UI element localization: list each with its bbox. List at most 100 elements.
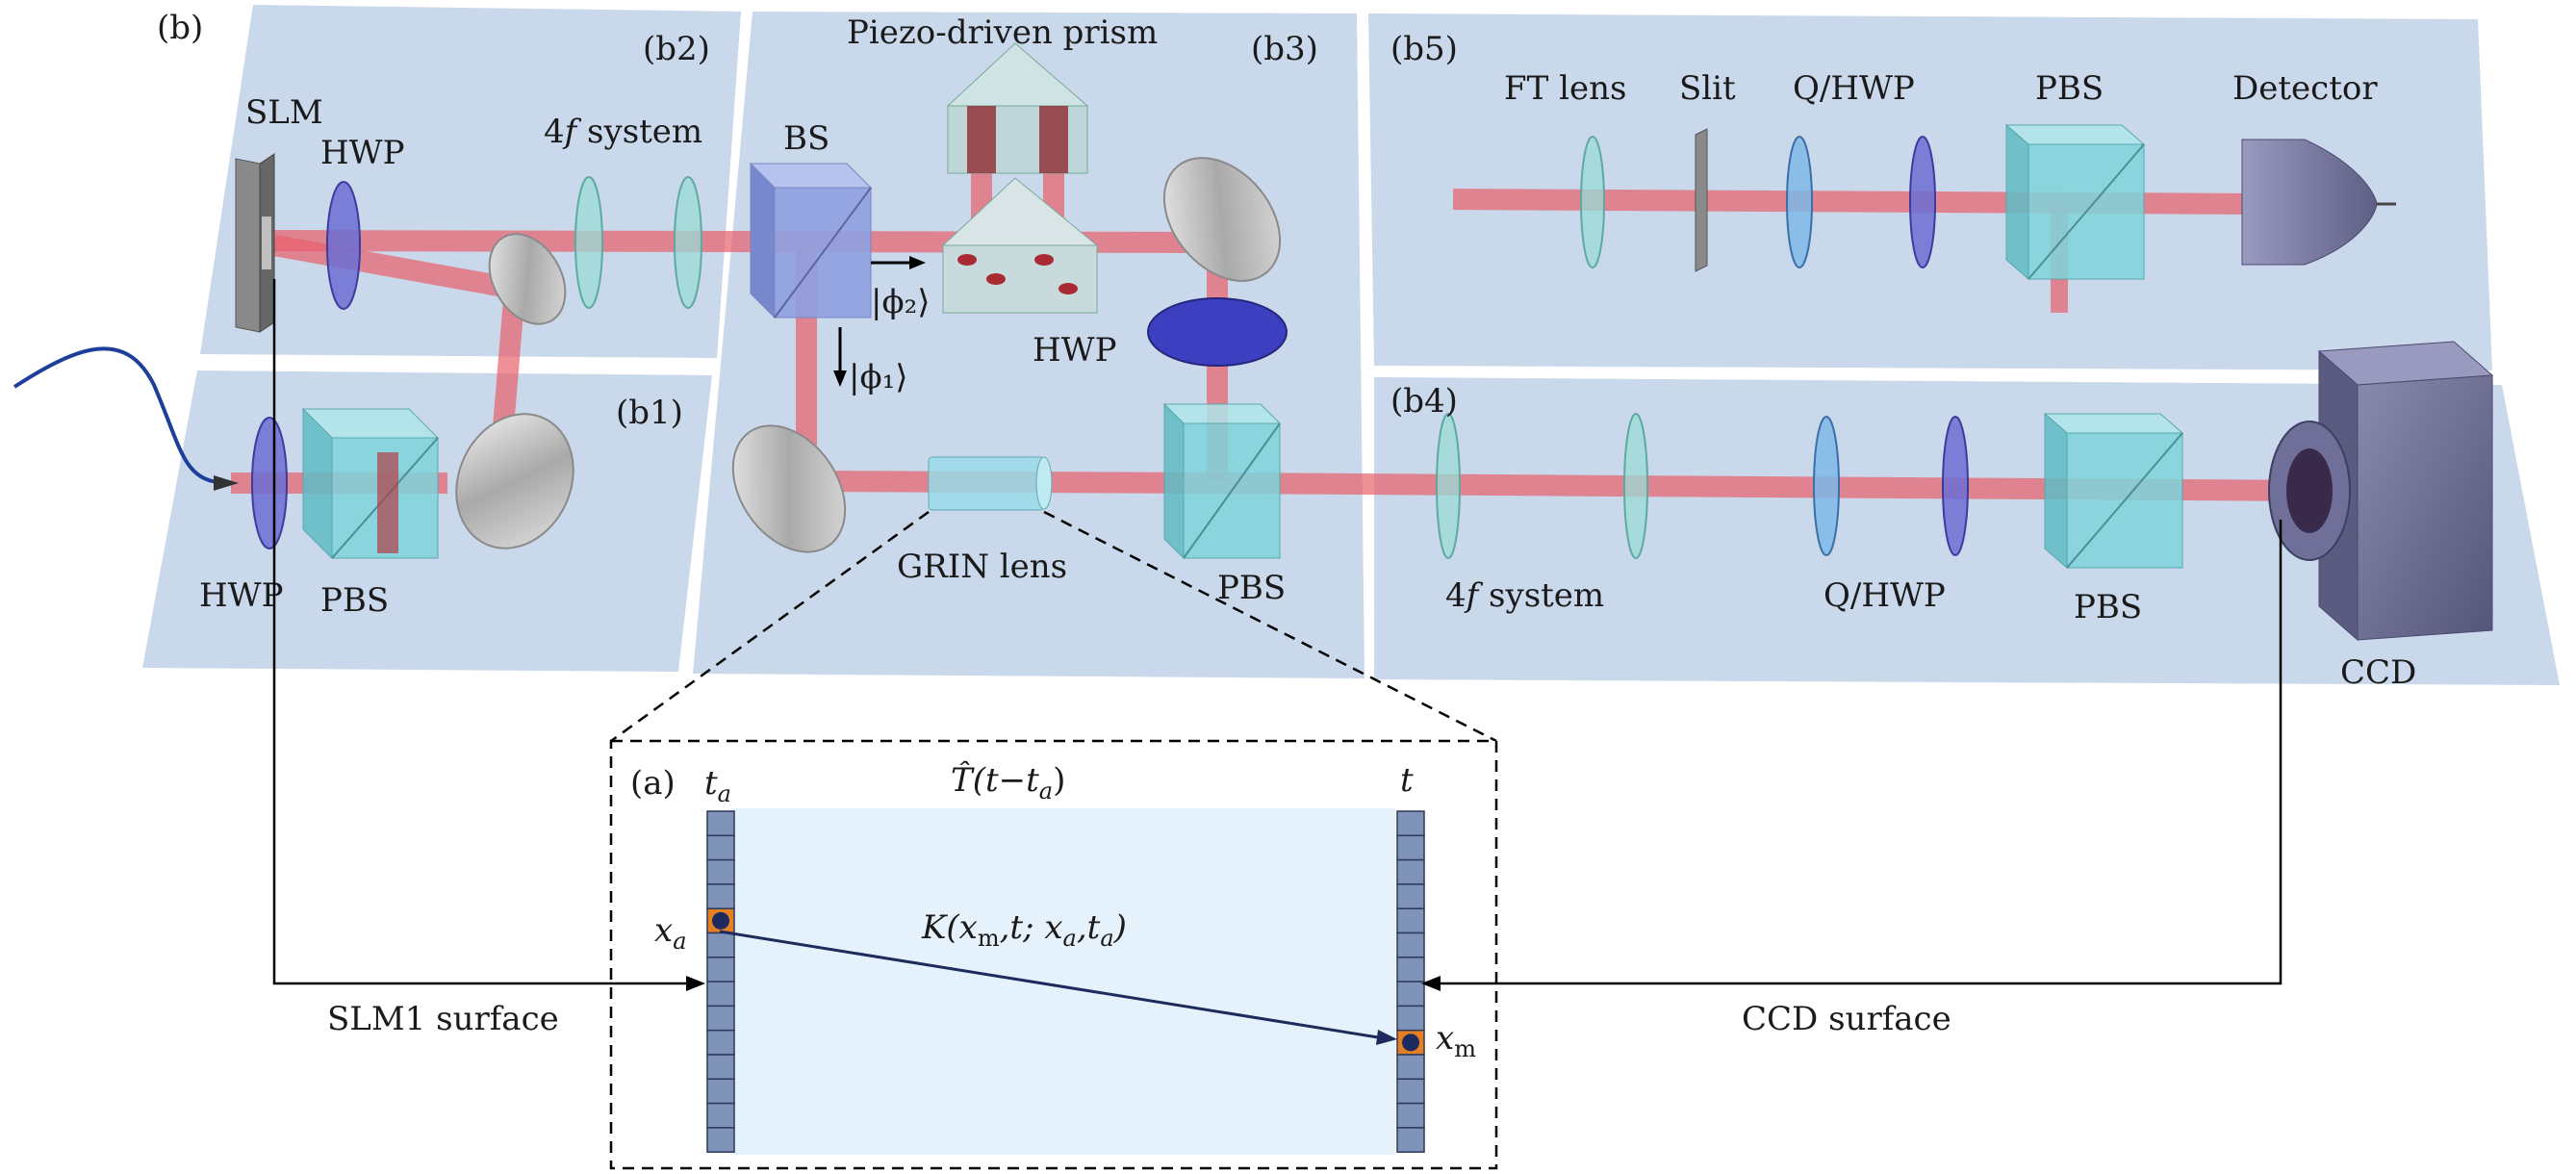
beam-splitter xyxy=(749,162,873,319)
slm1-pixel xyxy=(706,883,735,909)
lens-4f-b2-2 xyxy=(674,176,702,309)
ccd-pixel xyxy=(1396,1127,1425,1153)
ccd-pixel xyxy=(1396,883,1425,909)
waveplate-b3 xyxy=(1147,297,1288,367)
label-grin-lens: GRIN lens xyxy=(897,548,1067,586)
waveplate-b4-1 xyxy=(1813,416,1840,556)
panel-label-b5: (b5) xyxy=(1390,30,1458,68)
waveplate-b4-2 xyxy=(1942,416,1969,556)
label-slm1-surface: SLM1 surface xyxy=(327,1000,559,1038)
ccd-pixel xyxy=(1396,1102,1425,1129)
ccd-pixel xyxy=(1396,1054,1425,1081)
label-4f-system-b4: 4f system xyxy=(1445,576,1604,615)
piezo-prism-lower xyxy=(941,177,1099,314)
slm1-pixel xyxy=(706,1029,735,1056)
phi1-arrow xyxy=(833,327,847,387)
label-t: t xyxy=(1400,761,1414,800)
ccd-feedback-path xyxy=(1421,520,2283,991)
ccd-point xyxy=(1402,1034,1419,1052)
phi2-arrow xyxy=(871,256,926,269)
ccd-pixel xyxy=(1396,834,1425,861)
ccd-pixel xyxy=(1396,932,1425,958)
ccd-pixel xyxy=(1396,1005,1425,1032)
label-hwp-b1: HWP xyxy=(199,576,283,615)
optical-fiber xyxy=(13,346,227,485)
mirror-b3-bottom xyxy=(731,424,847,553)
slm1-pixel xyxy=(706,932,735,958)
label-qhwp-b5: Q/HWP xyxy=(1793,69,1915,108)
zoom-line-right xyxy=(1043,510,1497,743)
ccd-pixel xyxy=(1396,858,1425,885)
waveplate-b5-2 xyxy=(1909,136,1936,268)
slm-device xyxy=(235,153,275,333)
mirror-b3-top xyxy=(1162,157,1282,282)
slm1-pixel-column xyxy=(706,810,735,1153)
slm1-pixel xyxy=(706,1054,735,1081)
label-ccd-surface: CCD surface xyxy=(1742,1000,1951,1038)
label-piezo-prism: Piezo-driven prism xyxy=(847,13,1158,52)
slm1-pixel xyxy=(706,1005,735,1032)
label-x-m: xm xyxy=(1436,1019,1476,1062)
pbs-b5 xyxy=(2004,123,2146,281)
label-ft-lens: FT lens xyxy=(1504,69,1626,108)
label-pbs-b5: PBS xyxy=(2035,69,2104,108)
lens-4f-b2-1 xyxy=(574,176,603,309)
slm-feedback-path xyxy=(272,279,705,991)
label-hwp-mid: HWP xyxy=(1033,331,1116,370)
label-pbs-b3: PBS xyxy=(1217,569,1286,607)
pbs-b4 xyxy=(2043,412,2184,570)
panel-b4 xyxy=(1374,377,2560,685)
lens-4f-b4-2 xyxy=(1623,413,1648,559)
label-slm: SLM xyxy=(245,93,323,132)
detector xyxy=(2241,139,2396,266)
inset-propagation-region xyxy=(731,808,1395,1155)
panel-label-b1: (b1) xyxy=(616,394,683,432)
ccd-pixel xyxy=(1396,981,1425,1008)
slm1-pixel xyxy=(706,1102,735,1129)
ccd-pixel-column xyxy=(1396,810,1425,1153)
waveplate-b2 xyxy=(326,181,361,310)
label-detector: Detector xyxy=(2232,69,2378,108)
label-phi1: |ϕ₁⟩ xyxy=(849,358,908,396)
waveplate-b5-1 xyxy=(1786,136,1813,268)
label-pbs-b1: PBS xyxy=(320,581,389,620)
ft-lens xyxy=(1580,136,1605,268)
ccd-pixel xyxy=(1396,810,1425,837)
slit xyxy=(1695,128,1708,272)
label-hwp-top: HWP xyxy=(320,134,404,172)
panel-label-b2: (b2) xyxy=(643,30,710,68)
panel-label-b3: (b3) xyxy=(1251,30,1318,68)
slm1-pixel xyxy=(706,1127,735,1153)
pbs-b1 xyxy=(301,407,440,560)
label-propagator: T̂(t−ta) xyxy=(951,760,1065,804)
slm1-pixel xyxy=(706,957,735,983)
grin-lens xyxy=(928,456,1053,511)
waveplate-b1 xyxy=(251,417,288,549)
ccd-camera xyxy=(2268,341,2494,642)
kernel-arrow xyxy=(719,930,1397,1045)
beam-to-slm xyxy=(272,235,517,299)
label-phi2: |ϕ₂⟩ xyxy=(871,283,931,321)
piezo-prism-upper xyxy=(946,42,1089,174)
label-bs: BS xyxy=(783,119,829,158)
panel-label-a: (a) xyxy=(630,764,676,803)
label-kernel: K(xm,t; xa,ta) xyxy=(921,908,1127,952)
ccd-pixel xyxy=(1396,1078,1425,1105)
label-slit: Slit xyxy=(1679,69,1736,108)
slm1-pixel xyxy=(706,1078,735,1105)
label-ccd: CCD xyxy=(2340,653,2416,692)
label-4f-system-top: 4f system xyxy=(544,113,702,151)
label-pbs-b4: PBS xyxy=(2074,588,2142,626)
slm1-pixel xyxy=(706,981,735,1008)
label-qhwp-b4: Q/HWP xyxy=(1824,576,1946,615)
pbs-b3 xyxy=(1162,402,1282,560)
slm1-point xyxy=(712,911,729,930)
panel-label-b: (b) xyxy=(157,9,203,47)
ccd-pixel xyxy=(1396,907,1425,934)
panel-label-b4: (b4) xyxy=(1390,382,1458,421)
mirror-b2 xyxy=(488,233,567,325)
ccd-pixel xyxy=(1396,957,1425,983)
fiber-tip-icon xyxy=(214,475,239,491)
slm1-pixel xyxy=(706,834,735,861)
